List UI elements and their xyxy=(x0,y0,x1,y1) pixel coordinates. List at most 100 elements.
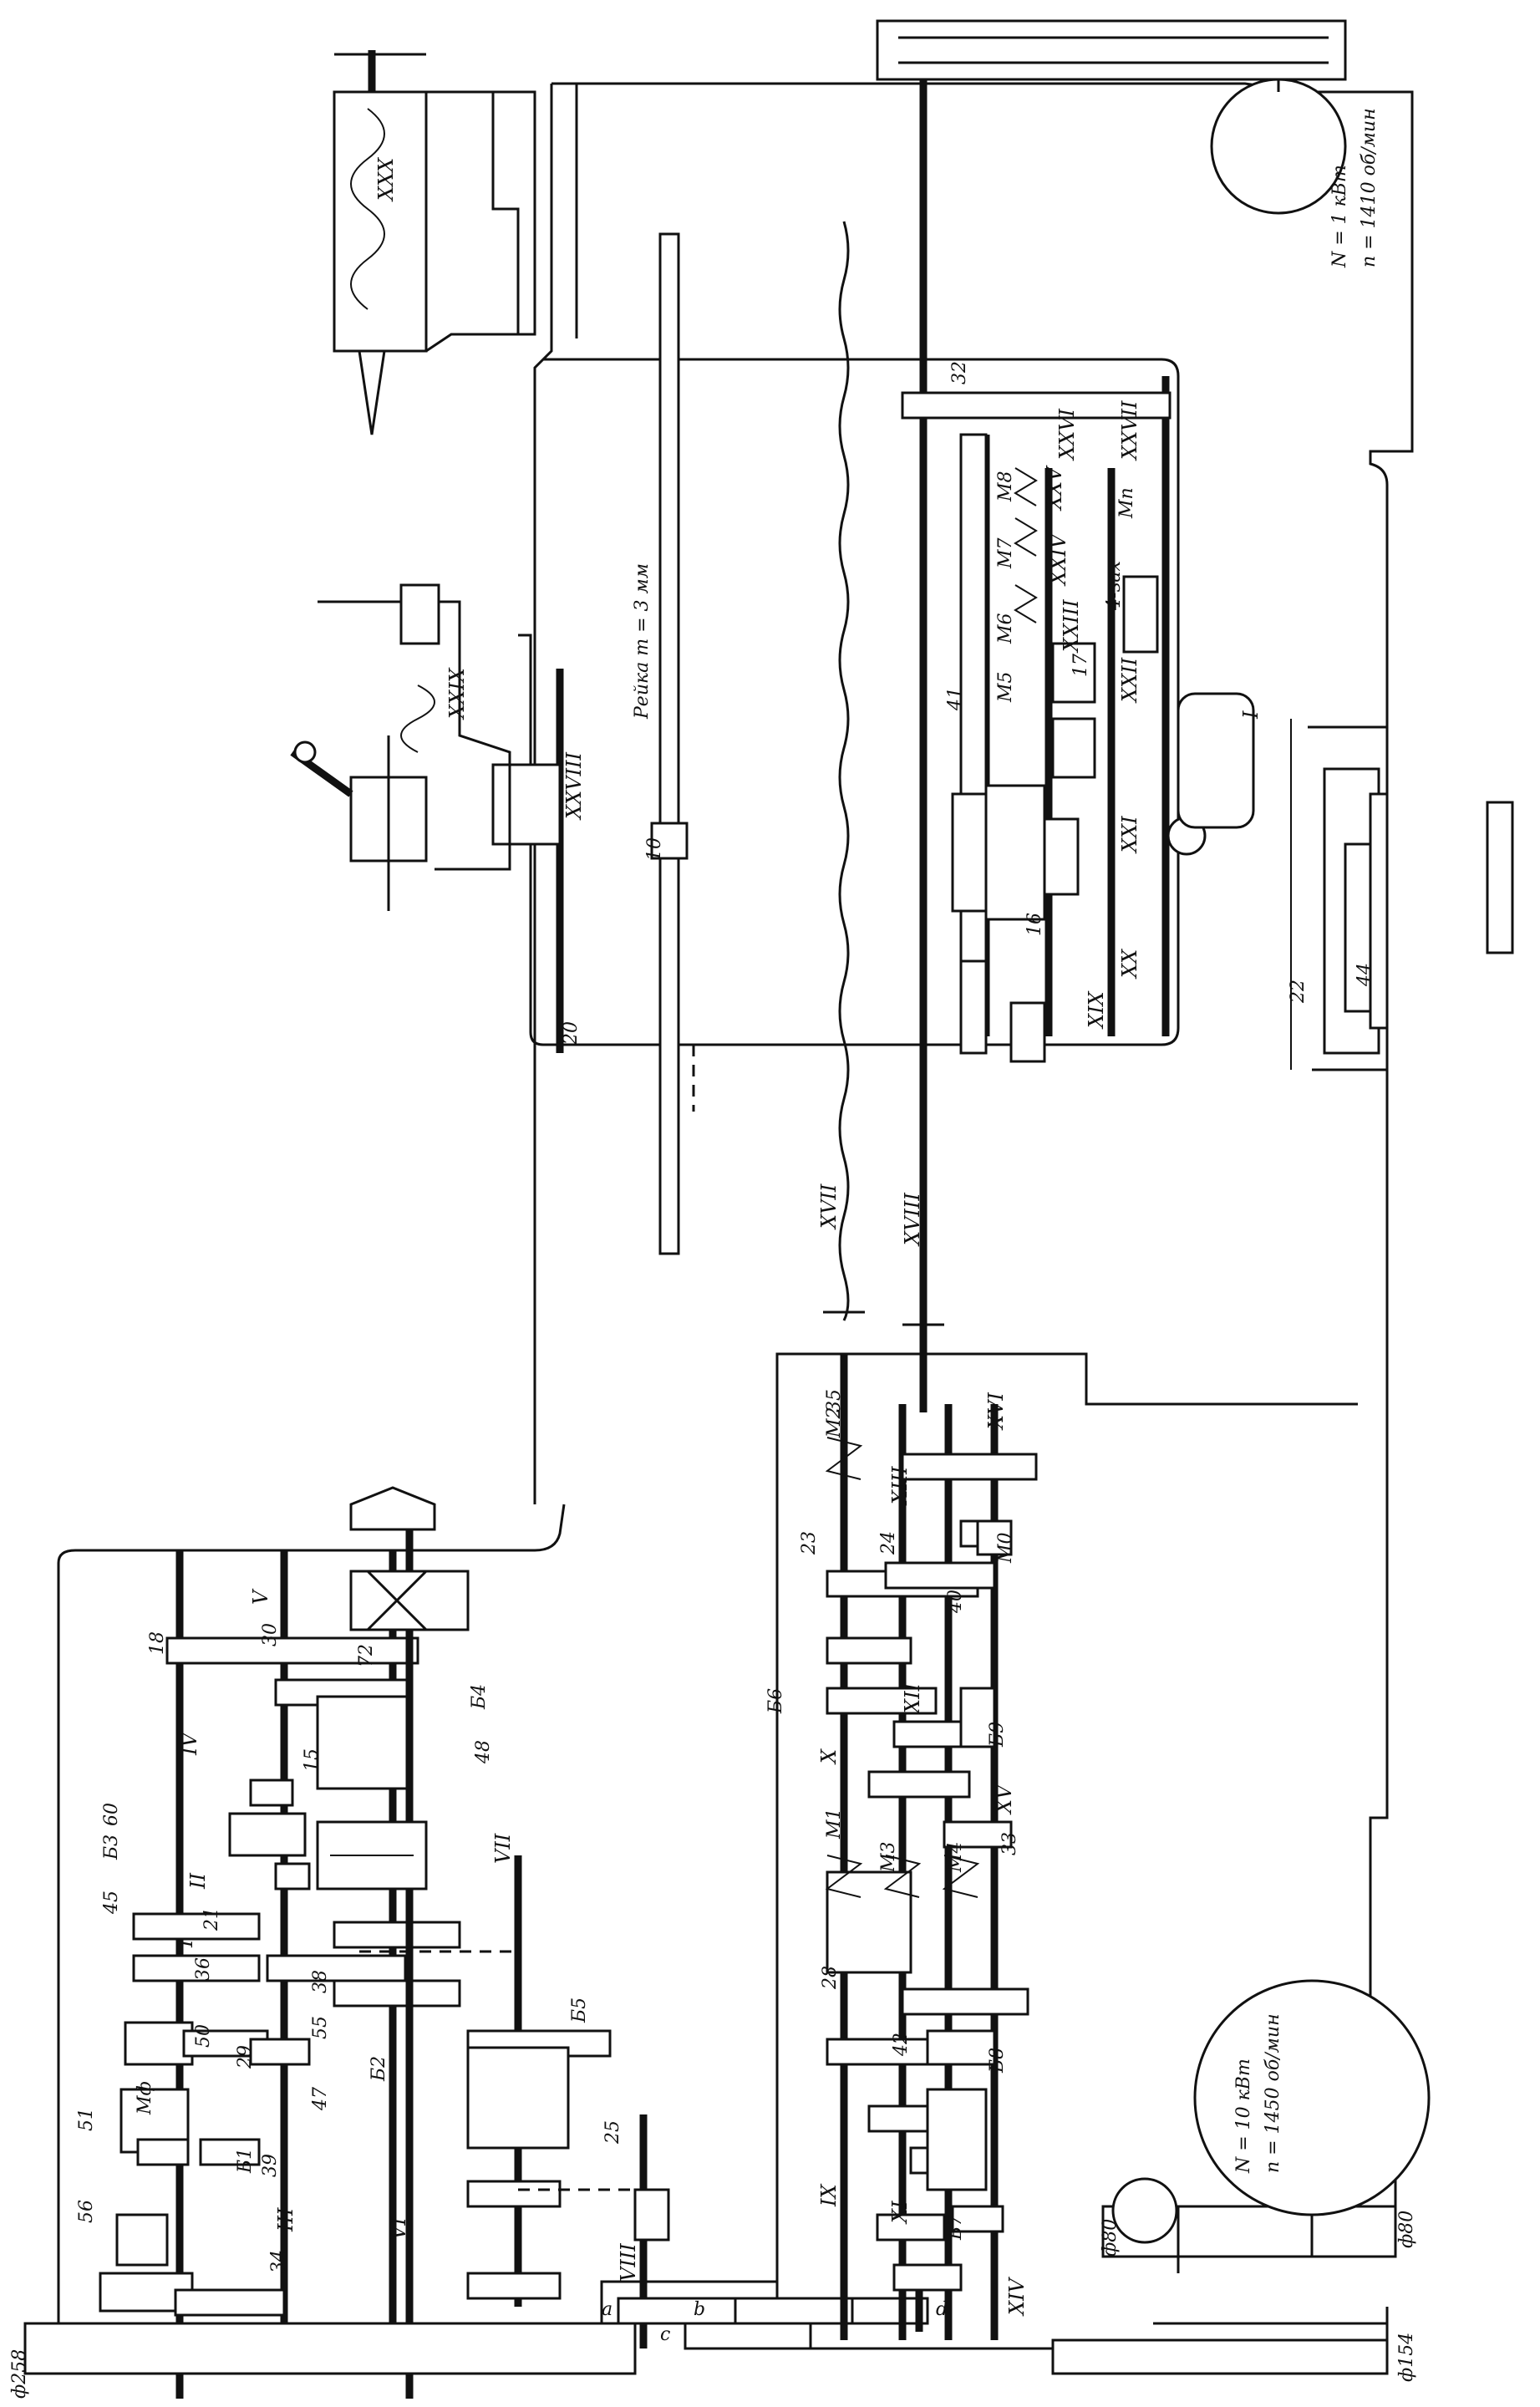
shaft-XVIII: XVIII xyxy=(901,1193,924,1247)
cross-slide xyxy=(290,583,564,1053)
change-gear-c: c xyxy=(660,2324,670,2345)
rack-bar xyxy=(658,232,680,1255)
gear-29: 29 xyxy=(235,2045,256,2069)
shaft-III: III xyxy=(274,2207,297,2232)
gear-42: 42 xyxy=(891,2033,912,2057)
apron-gears xyxy=(901,391,1255,1063)
pulley-motor-label: ф154 xyxy=(1396,2333,1417,2382)
change-gear-d: d xyxy=(936,2299,948,2320)
shaft-VIII: VIII xyxy=(617,2243,640,2282)
clutch-M2: M2 xyxy=(824,1407,845,1438)
shaft-XXVII: XXVII xyxy=(1118,400,1141,461)
gear-33: 33 xyxy=(999,1832,1020,1855)
change-gear-a: a xyxy=(602,2299,612,2320)
shaft-XXVI: XXVI xyxy=(1055,408,1079,461)
clutch-M7: M7 xyxy=(995,537,1016,569)
gear-51: 51 xyxy=(76,2108,97,2131)
gear-28: 28 xyxy=(820,1966,841,1990)
shaft-V: V xyxy=(249,1588,272,1605)
carriage-rail xyxy=(533,84,553,1504)
gear-18: 18 xyxy=(147,1631,168,1655)
block-B8: Б8 xyxy=(987,2048,1008,2074)
gear-47: 47 xyxy=(310,2087,331,2111)
gear-21: 21 xyxy=(201,1907,222,1931)
block-B7: Б7 xyxy=(945,2215,966,2241)
bed-outline xyxy=(551,82,1414,2223)
gear-72: 72 xyxy=(356,1644,377,1667)
gear-22: 22 xyxy=(1288,980,1309,1004)
belt-drive xyxy=(23,2205,1397,2375)
gear-35: 35 xyxy=(824,1389,845,1412)
motor-rapid-speed: n = 1410 об/мин xyxy=(1359,108,1380,267)
rack-label: Рейка m = 3 мм xyxy=(632,563,653,720)
gear-41: 41 xyxy=(945,687,966,711)
motor-main-power: N = 10 кВт xyxy=(1233,2058,1254,2174)
headstock-top xyxy=(57,1504,566,1564)
change-gear-train xyxy=(617,2290,929,2350)
shaft-XXII: XXII xyxy=(1118,657,1141,704)
gear-39: 39 xyxy=(260,2154,281,2177)
shaft-XXV: XXV xyxy=(1043,465,1066,511)
pulley-main-label: ф258 xyxy=(9,2349,30,2399)
clutch-Mp: Mп xyxy=(1116,487,1137,519)
block-B2: Б2 xyxy=(368,2056,389,2082)
tailstock xyxy=(333,50,536,435)
gear-45: 45 xyxy=(101,1890,122,1915)
gear-48: 48 xyxy=(473,1740,494,1764)
change-gear-b: b xyxy=(694,2299,705,2320)
gear-16: 16 xyxy=(1024,913,1045,936)
shaft-XVI: XVI xyxy=(984,1392,1008,1431)
gear-44: 44 xyxy=(1354,963,1375,987)
shaft-XII: XII xyxy=(901,1682,924,1715)
shaft-XXIV: XXIV xyxy=(1047,532,1070,587)
worm-4-zah: 4-зах xyxy=(1104,560,1125,611)
shaft-II: II xyxy=(186,1873,210,1890)
rapid-motor-icon xyxy=(1210,78,1347,215)
shaft-XXX: XXX xyxy=(374,157,398,202)
gear-55: 55 xyxy=(310,2016,331,2039)
gear-17: 17 xyxy=(1070,654,1091,677)
block-B3: Б3 xyxy=(101,1835,122,1860)
shaft-XI: XI xyxy=(888,2201,912,2225)
gear-60: 60 xyxy=(101,1803,122,1826)
shaft-X: X xyxy=(817,1748,841,1765)
spindle xyxy=(316,1486,470,2399)
clutch-M1: M1 xyxy=(824,1808,845,1840)
shaft-VI: VI xyxy=(387,2217,410,2240)
pump-motor-icon xyxy=(1111,2177,1178,2244)
rapid-motor-drive xyxy=(876,19,1347,215)
shaft-XXIX: XXIX xyxy=(445,667,469,720)
shaft-XXVIII: XXVIII xyxy=(562,752,586,821)
detail-marker: I xyxy=(1239,710,1263,720)
gear-34: 34 xyxy=(268,2250,289,2273)
clutch-M0: M0 xyxy=(995,1532,1016,1564)
clutch-M5: M5 xyxy=(995,671,1016,703)
clutch-M3: M3 xyxy=(878,1841,899,1873)
shaft-IX: IX xyxy=(817,2184,841,2207)
motor-rapid-power: N = 1 кВт xyxy=(1329,165,1350,268)
shaft-I: I xyxy=(174,1939,197,1948)
gear-36: 36 xyxy=(193,1957,214,1981)
detail-inset xyxy=(1290,719,1514,1071)
apron-outline xyxy=(518,358,1180,1046)
shaft-XV: XV xyxy=(993,1783,1016,1815)
gear-40: 40 xyxy=(945,1590,966,1614)
shaft-XIX: XIX xyxy=(1085,990,1108,1030)
rack-pinion xyxy=(650,822,689,860)
shaft-XVII: XVII xyxy=(817,1183,841,1230)
block-B4: Б4 xyxy=(469,1684,490,1710)
gear-38: 38 xyxy=(310,1970,331,1993)
block-B9: Б9 xyxy=(987,1722,1008,1748)
shaft-XIV: XIV xyxy=(1005,2276,1029,2317)
headstock-gears xyxy=(99,1636,670,2317)
lead-screw xyxy=(838,221,850,1321)
gear-25: 25 xyxy=(602,2120,623,2145)
block-B5: Б5 xyxy=(569,1997,590,2023)
shaft-XXI: XXI xyxy=(1118,816,1141,854)
gear-20: 20 xyxy=(561,1021,582,1046)
gear-32: 32 xyxy=(949,361,970,384)
gear-10: 10 xyxy=(644,837,665,861)
shaft-XIII: XIII xyxy=(888,1466,912,1506)
feedbox-gears xyxy=(825,1437,1038,2292)
